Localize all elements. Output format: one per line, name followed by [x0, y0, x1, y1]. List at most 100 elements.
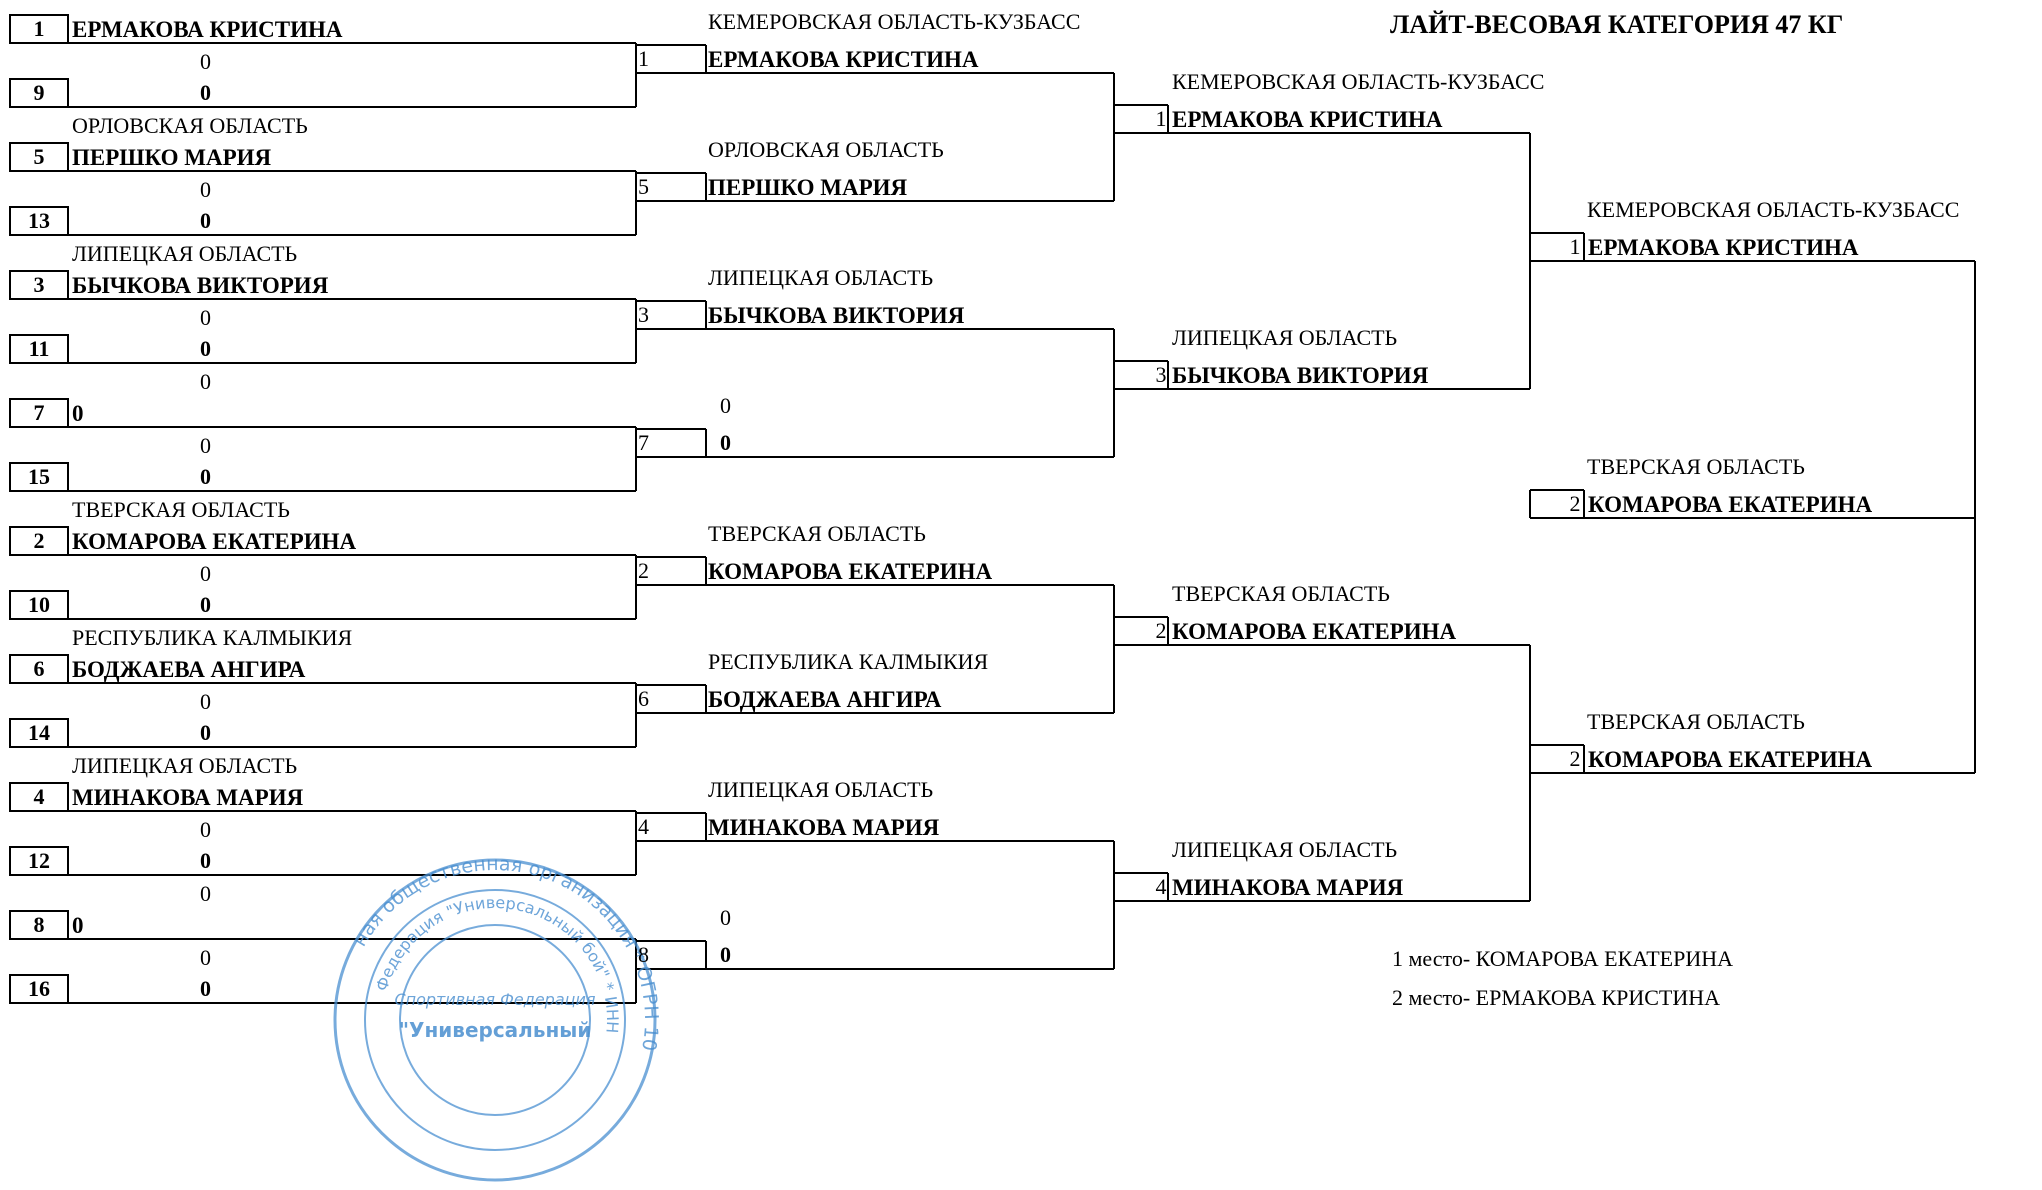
- seed-number: 4: [638, 814, 649, 839]
- score-text: 0: [200, 689, 211, 714]
- fighter-name: 0: [72, 401, 84, 426]
- fighter-name: 0: [200, 976, 211, 1001]
- fighter-name: КОМАРОВА ЕКАТЕРИНА: [1588, 747, 1873, 772]
- score-text: 0: [200, 561, 211, 586]
- fighter-name: БОДЖАЕВА АНГИРА: [708, 687, 942, 712]
- fighter-name: ЕРМАКОВА КРИСТИНА: [1588, 235, 1859, 260]
- score-text: 0: [200, 817, 211, 842]
- fighter-name: БЫЧКОВА ВИКТОРИЯ: [1172, 363, 1429, 388]
- fighter-name: КОМАРОВА ЕКАТЕРИНА: [708, 559, 993, 584]
- fighter-name: ЕРМАКОВА КРИСТИНА: [708, 47, 979, 72]
- seed-number: 7: [638, 430, 649, 455]
- seed-number: 5: [33, 144, 45, 169]
- seed-number: 2: [1569, 491, 1581, 516]
- fighter-region: ОРЛОВСКАЯ ОБЛАСТЬ: [708, 137, 944, 162]
- fighter-name: 0: [200, 336, 211, 361]
- fighter-region: КЕМЕРОВСКАЯ ОБЛАСТЬ-КУЗБАСС: [708, 9, 1081, 34]
- fighter-name: 0: [200, 592, 211, 617]
- fighter-name: ЕРМАКОВА КРИСТИНА: [1172, 107, 1443, 132]
- result-second-place: 2 место- ЕРМАКОВА КРИСТИНА: [1392, 985, 1721, 1010]
- fighter-name: МИНАКОВА МАРИЯ: [72, 785, 304, 810]
- fighter-name: 0: [200, 848, 211, 873]
- fighter-name: БЫЧКОВА ВИКТОРИЯ: [708, 303, 965, 328]
- score-text: 0: [200, 881, 211, 906]
- fighter-name: МИНАКОВА МАРИЯ: [1172, 875, 1404, 900]
- fighter-name: 0: [720, 430, 731, 455]
- seed-number: 16: [28, 976, 50, 1001]
- fighter-region: ТВЕРСКАЯ ОБЛАСТЬ: [72, 497, 290, 522]
- fighter-region: РЕСПУБЛИКА КАЛМЫКИЯ: [72, 625, 353, 650]
- seed-number: 13: [28, 208, 50, 233]
- seed-number: 3: [638, 302, 649, 327]
- seed-number: 1: [1569, 234, 1581, 259]
- fighter-name: БОДЖАЕВА АНГИРА: [72, 657, 306, 682]
- fighter-region: ЛИПЕЦКАЯ ОБЛАСТЬ: [1172, 837, 1398, 862]
- fighter-region: ЛИПЕЦКАЯ ОБЛАСТЬ: [72, 753, 298, 778]
- fighter-region: ЛИПЕЦКАЯ ОБЛАСТЬ: [708, 265, 934, 290]
- fighter-region: РЕСПУБЛИКА КАЛМЫКИЯ: [708, 649, 989, 674]
- seed-number: 2: [33, 528, 45, 553]
- score-text: 0: [200, 49, 211, 74]
- seed-number: 1: [638, 46, 649, 71]
- fighter-name: ПЕРШКО МАРИЯ: [708, 175, 908, 200]
- category-title: ЛАЙТ-ВЕСОВАЯ КАТЕГОРИЯ 47 КГ: [1390, 10, 1844, 39]
- fighter-name: ПЕРШКО МАРИЯ: [72, 145, 272, 170]
- seed-number: 14: [28, 720, 50, 745]
- stamp-center-text: "Универсальный: [399, 1018, 592, 1042]
- seed-number: 4: [1155, 874, 1167, 899]
- fighter-region: КЕМЕРОВСКАЯ ОБЛАСТЬ-КУЗБАСС: [1587, 197, 1960, 222]
- seed-number: 2: [638, 558, 649, 583]
- fighter-region: ТВЕРСКАЯ ОБЛАСТЬ: [708, 521, 926, 546]
- seed-number: 7: [33, 400, 45, 425]
- fighter-region: ЛИПЕЦКАЯ ОБЛАСТЬ: [72, 241, 298, 266]
- fighter-region: ТВЕРСКАЯ ОБЛАСТЬ: [1587, 709, 1805, 734]
- fighter-region: КЕМЕРОВСКАЯ ОБЛАСТЬ-КУЗБАСС: [1172, 69, 1545, 94]
- score-text: 0: [200, 305, 211, 330]
- fighter-name: 0: [200, 80, 211, 105]
- seed-number: 2: [1569, 746, 1581, 771]
- stamp-arc-text: Спортивная Федерация: [394, 990, 595, 1009]
- seed-number: 6: [638, 686, 649, 711]
- fighter-region: ТВЕРСКАЯ ОБЛАСТЬ: [1587, 454, 1805, 479]
- seed-number: 5: [638, 174, 649, 199]
- svg-text:Федерация "Универсальный бой": Федерация "Универсальный бой" * ИНН: [372, 893, 622, 1034]
- score-text: 0: [200, 945, 211, 970]
- bracket-canvas: [9, 14, 1976, 1004]
- fighter-name: 0: [200, 720, 211, 745]
- seed-number: 1: [1155, 106, 1167, 131]
- fighter-name: 0: [720, 942, 731, 967]
- seed-number: 10: [28, 592, 50, 617]
- score-text: 0: [720, 905, 731, 930]
- stamp-inner-text: Федерация "Универсальный бой" * ИНН: [372, 893, 622, 1034]
- seed-number: 12: [28, 848, 50, 873]
- seed-number: 15: [28, 464, 50, 489]
- score-text: 0: [200, 369, 211, 394]
- fighter-name: КОМАРОВА ЕКАТЕРИНА: [1172, 619, 1457, 644]
- seed-number: 8: [33, 912, 45, 937]
- seed-number: 3: [33, 272, 45, 297]
- seed-number: 3: [1155, 362, 1167, 387]
- score-text: 0: [720, 393, 731, 418]
- fighter-name: 0: [200, 464, 211, 489]
- score-text: 0: [200, 433, 211, 458]
- fighter-name: 0: [72, 913, 84, 938]
- fighter-name: КОМАРОВА ЕКАТЕРИНА: [1588, 492, 1873, 517]
- fighter-region: ЛИПЕЦКАЯ ОБЛАСТЬ: [1172, 325, 1398, 350]
- seed-number: 8: [638, 942, 649, 967]
- fighter-name: КОМАРОВА ЕКАТЕРИНА: [72, 529, 357, 554]
- seed-number: 2: [1155, 618, 1167, 643]
- seed-number: 4: [33, 784, 45, 809]
- fighter-name: БЫЧКОВА ВИКТОРИЯ: [72, 273, 329, 298]
- seed-number: 1: [33, 16, 45, 41]
- fighter-region: ОРЛОВСКАЯ ОБЛАСТЬ: [72, 113, 308, 138]
- seed-number: 9: [33, 80, 45, 105]
- organization-stamp: ная общественная организация * ОГРН 10 Ф…: [330, 853, 662, 1185]
- seed-number: 6: [33, 656, 45, 681]
- fighter-region: ТВЕРСКАЯ ОБЛАСТЬ: [1172, 581, 1390, 606]
- fighter-name: ЕРМАКОВА КРИСТИНА: [72, 17, 343, 42]
- result-first-place: 1 место- КОМАРОВА ЕКАТЕРИНА: [1392, 946, 1734, 971]
- score-text: 0: [200, 177, 211, 202]
- fighter-name: МИНАКОВА МАРИЯ: [708, 815, 940, 840]
- seed-number: 11: [28, 336, 50, 361]
- fighter-name: 0: [200, 208, 211, 233]
